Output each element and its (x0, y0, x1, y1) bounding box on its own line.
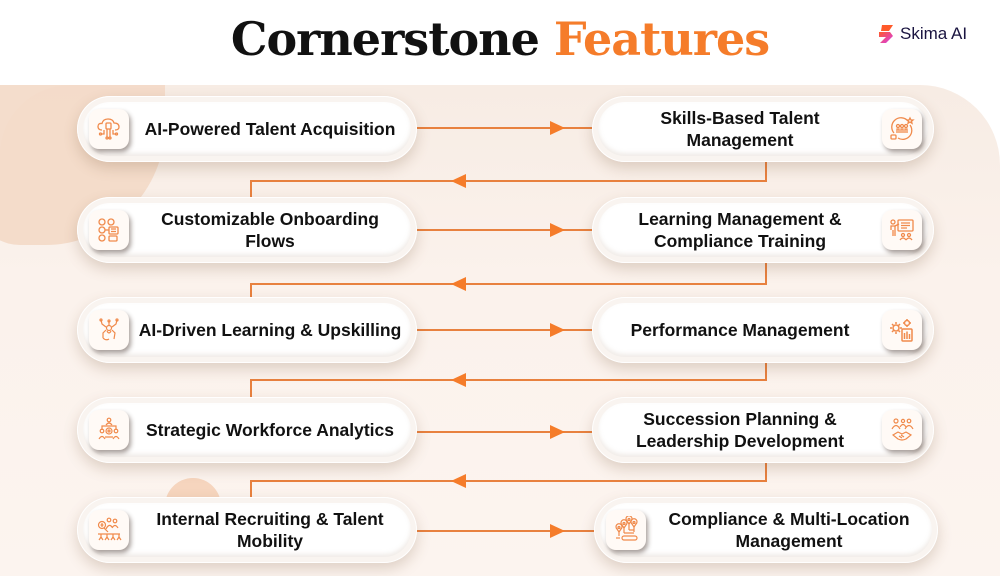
gears-chart-icon (882, 310, 922, 350)
brand-logo: Skima AI (877, 24, 967, 44)
feature-card-workforce-analytics: Strategic Workforce Analytics (77, 397, 417, 463)
feature-card-ai-learning-upskilling: AI-Driven Learning & Upskilling (77, 297, 417, 363)
feature-label: Learning Management & Compliance Trainin… (638, 209, 842, 251)
cloud-circuit-icon (89, 109, 129, 149)
feature-label: AI-Driven Learning & Upskilling (138, 320, 402, 340)
page-title: Cornerstone Features (0, 12, 1000, 66)
feature-label: Compliance & Multi-Location Management (668, 509, 910, 551)
ai-brain-icon (89, 310, 129, 350)
feature-card-onboarding-flows: Customizable Onboarding Flows (77, 197, 417, 263)
title-main: Cornerstone (230, 12, 540, 66)
skima-logo-icon (879, 25, 893, 43)
title-accent: Features (553, 12, 770, 66)
onboarding-flow-icon (89, 210, 129, 250)
team-star-icon (882, 109, 922, 149)
feature-label: Skills-Based Talent Management (660, 108, 820, 150)
handshake-team-icon (882, 410, 922, 450)
feature-label: Strategic Workforce Analytics (146, 420, 394, 440)
feature-card-ai-talent-acquisition: AI-Powered Talent Acquisition (77, 96, 417, 162)
feature-card-succession-planning: Succession Planning & Leadership Develop… (592, 397, 934, 463)
feature-label: Performance Management (630, 320, 850, 340)
brand-name: Skima AI (900, 24, 968, 43)
workforce-target-icon (89, 410, 129, 450)
feature-label: Succession Planning & Leadership Develop… (635, 409, 845, 451)
training-presentation-icon (882, 210, 922, 250)
recruiting-mobility-icon (89, 510, 129, 550)
location-pins-icon (606, 510, 646, 550)
feature-card-internal-recruiting: Internal Recruiting & Talent Mobility (77, 497, 417, 563)
feature-label: AI-Powered Talent Acquisition (144, 119, 396, 139)
feature-card-skills-talent-management: Skills-Based Talent Management (592, 96, 934, 162)
feature-label: Internal Recruiting & Talent Mobility (156, 509, 384, 551)
feature-card-learning-compliance: Learning Management & Compliance Trainin… (592, 197, 934, 263)
feature-card-performance-management: Performance Management (592, 297, 934, 363)
feature-card-compliance-multi-location: Compliance & Multi-Location Management (594, 497, 938, 563)
feature-label: Customizable Onboarding Flows (161, 209, 379, 251)
